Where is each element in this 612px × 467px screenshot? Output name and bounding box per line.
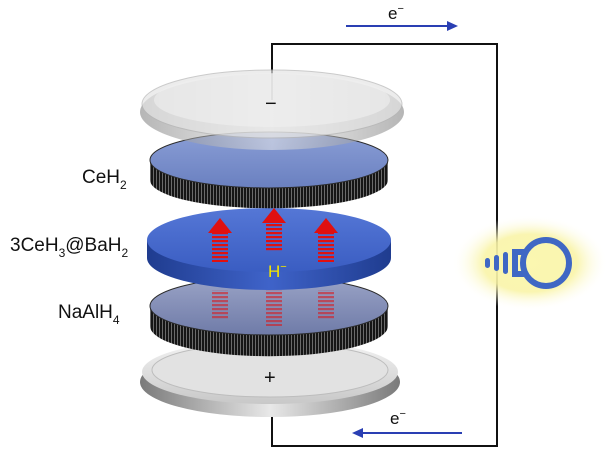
cathode-cap	[140, 340, 400, 417]
electron-label-top: e−	[388, 3, 404, 23]
label-ceh3-bah2: 3CeH3@BaH2	[10, 235, 129, 260]
ion-label: H−	[268, 261, 287, 281]
anode-sign: −	[265, 93, 277, 115]
electron-label-bottom: e−	[390, 408, 406, 428]
label-ceh2: CeH2	[82, 167, 127, 192]
lightbulb-icon	[485, 237, 572, 289]
ion-arrow-right	[314, 218, 338, 262]
anode-cap	[140, 69, 404, 150]
ion-arrows-faded	[212, 290, 334, 326]
ion-arrow-left	[208, 218, 232, 262]
electron-arrow-bottom	[352, 428, 462, 438]
cathode-sign: +	[264, 367, 276, 389]
electron-arrow-top	[346, 21, 458, 31]
bulb-glow	[452, 215, 608, 311]
ion-arrow-center	[262, 208, 286, 252]
label-naalh4: NaAlH4	[58, 302, 120, 327]
